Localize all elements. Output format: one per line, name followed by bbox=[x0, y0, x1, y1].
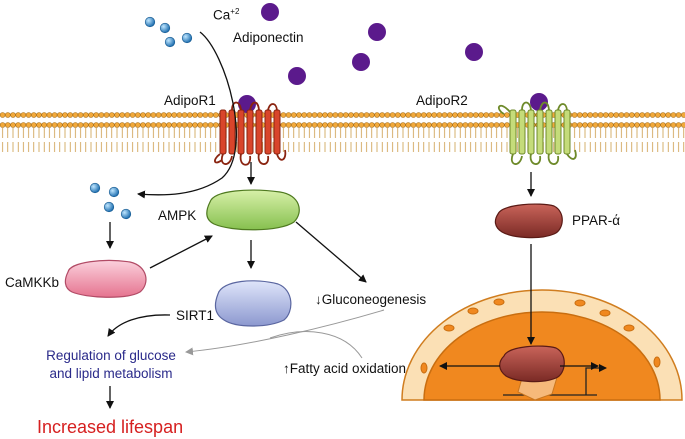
adiponectin-dot bbox=[530, 93, 548, 111]
calcium-symbol: Ca bbox=[213, 7, 231, 23]
ppar-alpha-protein bbox=[494, 203, 563, 239]
calcium-ions bbox=[89, 16, 193, 220]
calcium-ion bbox=[159, 22, 171, 34]
sirt1-protein bbox=[214, 280, 292, 327]
adiponectin-dot bbox=[352, 53, 370, 71]
arrow-fatty-acid-regulation bbox=[269, 331, 363, 359]
arrow-sirt1-regulation bbox=[107, 314, 171, 337]
adipor2-receptor bbox=[497, 101, 577, 165]
calcium-ion bbox=[108, 186, 120, 198]
fatty-acid-oxidation-label: ↑Fatty acid oxidation bbox=[283, 361, 407, 376]
pathway-arrows bbox=[106, 31, 599, 409]
arrow-gluconeogenesis-regulation bbox=[185, 309, 385, 356]
adiponectin-dot bbox=[465, 43, 483, 61]
adipor2-label: AdipoR2 bbox=[416, 93, 468, 108]
regulation-label: Regulation of glucose and lipid metaboli… bbox=[32, 347, 190, 383]
calcium-ion bbox=[89, 182, 101, 194]
ampk-label: AMPK bbox=[158, 208, 197, 223]
adipor1-label: AdipoR1 bbox=[164, 93, 216, 108]
adiponectin-dot bbox=[238, 95, 256, 113]
calcium-ion bbox=[103, 201, 115, 213]
camkkb-label: CaMKKb bbox=[5, 275, 60, 290]
adiponectin-label: Adiponectin bbox=[233, 30, 304, 45]
nucleus bbox=[401, 289, 683, 401]
regulation-line-1: Regulation of glucose bbox=[46, 348, 176, 363]
ppar-alpha-label: PPAR-ά bbox=[572, 213, 621, 228]
adiponectin-dot bbox=[368, 23, 386, 41]
ppar-alpha-nuclear bbox=[499, 345, 565, 383]
regulation-line-2: and lipid metabolism bbox=[49, 366, 173, 382]
gluconeogenesis-label: ↓Gluconeogenesis bbox=[315, 292, 427, 307]
sirt1-label: SIRT1 bbox=[176, 308, 215, 323]
arrow-calcium-influx bbox=[137, 31, 237, 199]
calcium-charge: +2 bbox=[230, 7, 240, 16]
cell-membrane bbox=[0, 112, 685, 152]
camkkb-protein bbox=[64, 259, 147, 298]
adiponectin-molecules bbox=[238, 3, 548, 113]
ampk-protein bbox=[206, 189, 300, 231]
adipor1-receptor bbox=[214, 101, 287, 166]
calcium-label: Ca+2 bbox=[213, 8, 239, 22]
arrow-camkkb-ampk bbox=[149, 235, 213, 269]
calcium-ion bbox=[164, 36, 176, 48]
calcium-ion bbox=[144, 16, 156, 28]
adiponectin-dot bbox=[288, 67, 306, 85]
arrow-ampk-gluconeogenesis bbox=[295, 221, 367, 283]
calcium-ion bbox=[181, 32, 193, 44]
adiponectin-dot bbox=[261, 3, 279, 21]
increased-lifespan-label: Increased lifespan bbox=[37, 417, 184, 437]
calcium-ion bbox=[120, 208, 132, 220]
